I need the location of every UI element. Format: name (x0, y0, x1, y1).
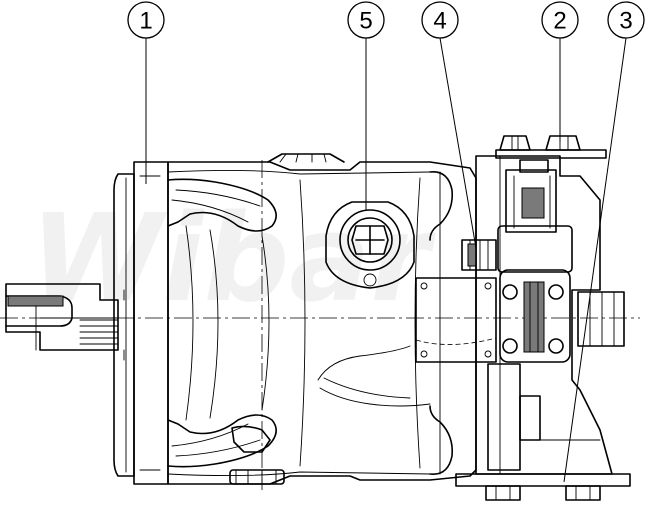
control-valve-block (415, 155, 625, 475)
balloon-1-label: 1 (139, 8, 152, 35)
balloon-5-label: 5 (359, 8, 372, 35)
port-plug (325, 201, 415, 289)
balloon-1: 1 (127, 1, 165, 39)
watermark-text: Wibar (30, 190, 436, 329)
balloon-2: 2 (541, 1, 579, 39)
leader-lines (145, 37, 627, 483)
main-housing (167, 153, 477, 485)
balloon-5: 5 (347, 1, 385, 39)
balloon-2-label: 2 (553, 8, 566, 35)
top-bolts (495, 135, 607, 159)
base-plate (455, 473, 631, 501)
balloon-4-label: 4 (433, 8, 446, 35)
balloon-4: 4 (421, 1, 459, 39)
balloon-3-label: 3 (619, 8, 632, 35)
balloon-3: 3 (607, 1, 645, 39)
